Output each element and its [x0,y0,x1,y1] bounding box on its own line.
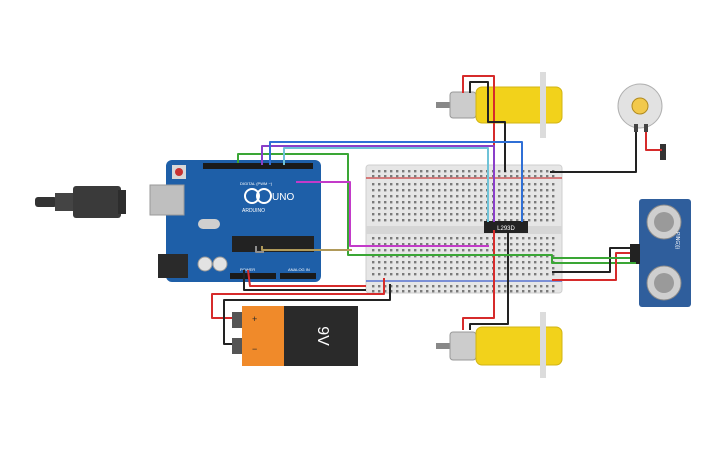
dc-motor [617,83,663,132]
battery-minus: − [252,344,257,354]
chip-label: L293D [497,226,515,232]
arduino-analog-label: ANALOG IN [288,267,310,272]
battery-label: 9V [314,326,331,346]
gear-motor-top [436,72,563,138]
usb-cable [35,186,126,218]
power-jack [158,254,188,278]
battery-plus: + [252,314,257,324]
battery-9v: 9V + − [232,306,358,366]
breadboard [365,164,563,294]
usb-port [149,184,185,216]
arduino-brand: ARDUINO [242,208,265,214]
arduino-model: UNO [272,192,294,203]
ultrasonic-label: PING))) [674,232,680,250]
slide-switch[interactable] [660,144,666,160]
atmega-chip [232,236,314,252]
arduino-logo-icon [244,188,260,204]
gear-motor-bottom [436,312,563,378]
arduino-digital-label: DIGITAL (PWM ~) [240,181,273,186]
wires [211,75,662,345]
l293d-chip: L293D [484,221,528,233]
ultrasonic-sensor [630,199,691,307]
arduino-uno-board: UNO ARDUINO DIGITAL (PWM ~) POWER ANALOG… [35,160,321,282]
arduino-power-label: POWER [240,267,255,272]
